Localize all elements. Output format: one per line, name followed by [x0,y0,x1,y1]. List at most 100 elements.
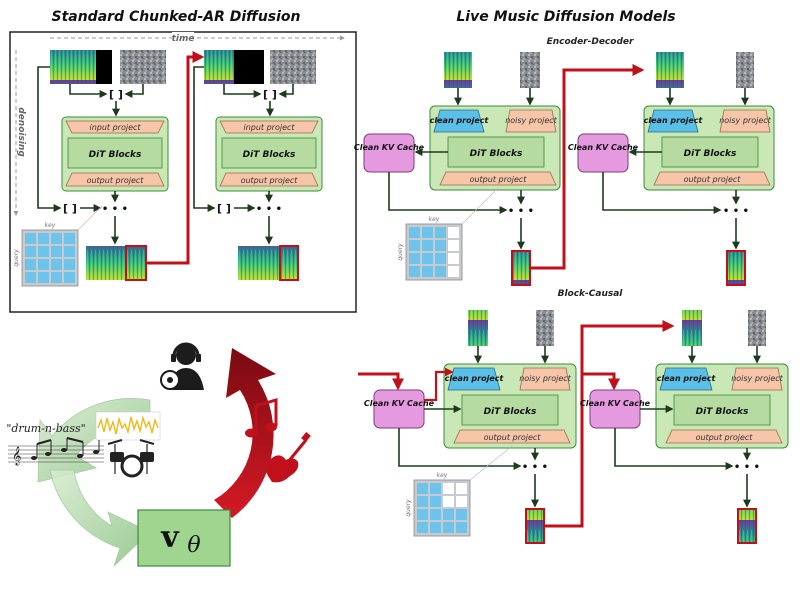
input-project-1 [65,120,165,134]
output-project-2 [219,172,319,187]
ed-arrow-kv-to-dots-a [388,172,508,214]
bc-noisy-project-label-a: noisy project [519,374,571,383]
arrow-noise-to-concat-2 [278,84,294,98]
bc-kv-cache-a [373,389,425,429]
ed-output-project-b [653,171,771,186]
input-project-2 [219,120,319,134]
concat-symbol-1b: [ ] [63,202,77,215]
ed-generated-chunk-a [511,250,531,286]
concat-symbol-2: [ ] [263,88,277,101]
ed-dit-blocks-b [661,136,759,168]
generated-chunk-1 [125,245,147,281]
bc-grid-query-label: query [405,499,412,517]
left-title: Standard Chunked-AR Diffusion [51,9,300,25]
ed-clean-project-label-a: clean project [430,116,490,125]
bc-dit-blocks-label-b: DiT Blocks [696,407,749,417]
listener-headphones-icon [160,342,204,390]
noise-chunk-1 [120,50,166,84]
bc-kv-cache-label-a: Clean KV Cache [364,399,435,408]
bc-ellipsis-b: • • • [734,462,760,473]
dit-blocks-label-1: DiT Blocks [89,150,142,160]
right-title: Live Music Diffusion Models [456,9,675,25]
spectrogram-output-1 [86,246,126,280]
cycle-bottom-arrow [49,469,151,567]
bc-dit-blocks-b [673,394,771,426]
waveform-icon [97,415,159,435]
bc-clean-input-b [682,310,702,346]
ed-clean-project-label-b: clean project [644,116,704,125]
electric-guitar-icon [265,432,311,483]
bc-generated-chunk-b [737,508,757,544]
mask-chunk-2 [234,50,264,84]
ellipsis-1: • • • [102,204,128,215]
music-note-icon [245,397,278,438]
model-subscript: θ [187,533,200,558]
ed-grid-key-label: key [429,216,440,223]
ellipsis-2: • • • [256,204,282,215]
denoising-axis-label: denoising [16,107,26,157]
bc-clean-project-label-a: clean project [445,374,505,383]
svg-text:𝄞: 𝄞 [12,446,21,466]
bc-clean-project-label-b: clean project [657,374,717,383]
bc-output-project-a [453,429,571,444]
ed-noisy-project-label-b: noisy project [719,116,771,125]
ed-attention-grid-cells [409,227,459,277]
arrow-context-loop-1 [37,66,62,212]
bc-kv-cache-label-b: Clean KV Cache [580,399,651,408]
bc-noisy-project-a [519,367,571,391]
ed-red-feedback-arrow [530,64,645,270]
bc-red-incoming-arrow-a [358,372,404,391]
red-feedback-arrow-left [146,51,205,265]
mask-chunk-1 [96,50,112,84]
ed-dit-blocks-label-a: DiT Blocks [470,149,523,159]
bc-noisy-project-b [731,367,783,391]
bc-arrow-kv-to-dots-b [614,428,734,470]
ed-ellipsis-a: • • • [508,206,534,217]
dit-blocks-label-2: DiT Blocks [243,150,296,160]
ed-noisy-input-a [520,52,540,88]
bc-clean-project-a [447,367,501,391]
noise-chunk-2 [270,50,316,84]
input-project-label-1: input project [89,123,141,132]
ed-clean-project-a [433,109,485,133]
ed-grid-query-label: query [397,243,404,261]
ed-kv-cache-label-b: Clean KV Cache [568,143,639,152]
bc-attention-grid-cells [417,483,467,533]
generated-chunk-2 [279,245,299,281]
dit-blocks-1 [67,137,163,169]
ed-output-project-label-b: output project [684,175,742,184]
grid-key-label-1: key [45,222,56,229]
bc-generated-chunk-a [525,508,545,544]
bc-red-incoming-arrow-b [582,372,620,391]
model-box [137,509,231,567]
ed-noisy-project-a [505,109,557,133]
output-project-label-2: output project [241,176,299,185]
waveform-frame [95,411,161,441]
bc-ellipsis-a: • • • [522,462,548,473]
bc-red-kv-feed-a [424,367,454,402]
spectrogram-output-2 [238,246,280,280]
cycle-red-arrow [214,348,276,518]
concat-symbol-2b: [ ] [217,202,231,215]
grid-pointer-1 [77,205,103,231]
ed-kv-cache-a [363,133,415,173]
bc-noisy-input-b [748,310,766,346]
ed-ellipsis-b: • • • [723,206,749,217]
bc-noisy-project-label-b: noisy project [731,374,783,383]
bc-dit-blocks-a [461,394,559,426]
spectrogram-input-2 [204,50,234,84]
ed-noisy-project-label-a: noisy project [505,116,557,125]
bc-clean-input-a [468,310,488,346]
bc-noisy-input-a [536,310,554,346]
time-axis-label: time [172,34,195,44]
ed-clean-input-a [444,52,472,88]
ed-arrow-kv-to-dots-b [602,172,722,214]
bc-grid-pointer [469,445,513,481]
bc-grid-key-label: key [437,472,448,479]
concat-symbol-1: [ ] [109,88,123,101]
ed-grid-pointer [461,187,499,225]
bc-clean-project-b [659,367,713,391]
prompt-text: "drum-n-bass" [6,422,85,435]
bc-output-project-label-a: output project [484,433,542,442]
